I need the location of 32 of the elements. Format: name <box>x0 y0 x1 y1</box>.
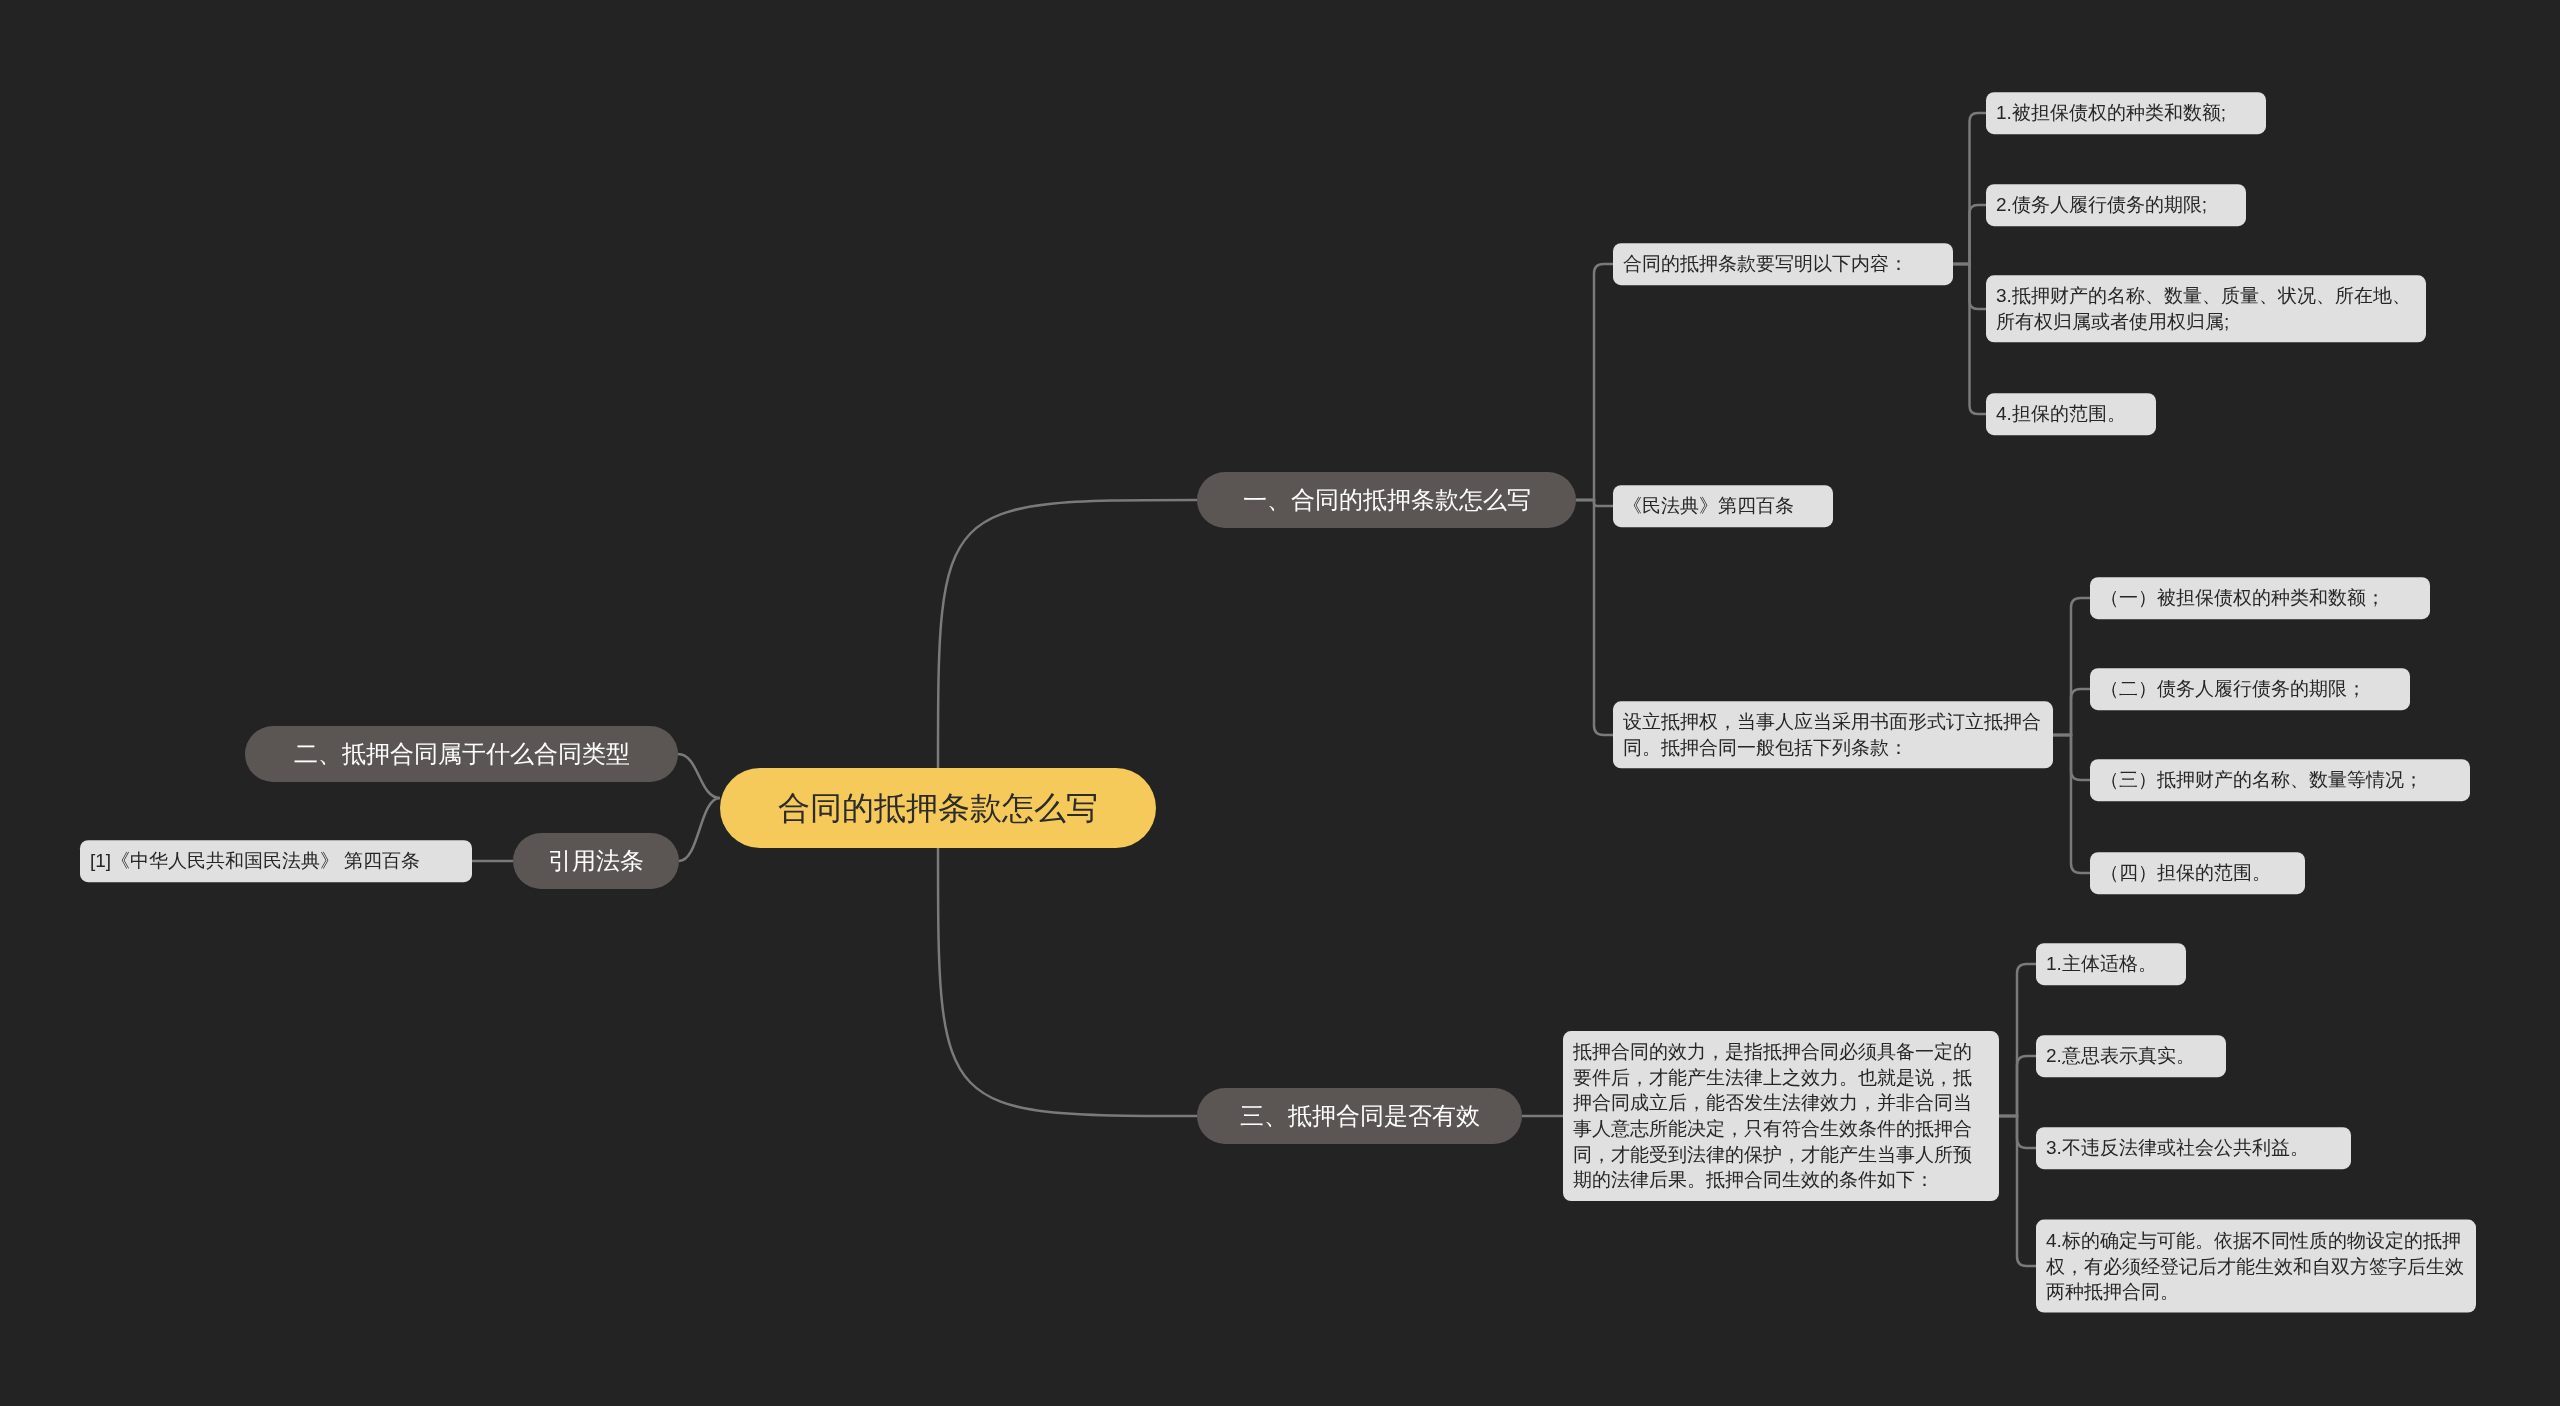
subtopic-box: 《民法典》第四百条 <box>1613 485 1833 527</box>
connector-line <box>1999 1114 2036 1268</box>
subtopic-box: （三）抵押财产的名称、数量等情况； <box>2090 759 2470 801</box>
branch-topic: 引用法条 <box>513 833 679 889</box>
subtopic-box: 抵押合同的效力，是指抵押合同必须具备一定的要件后，才能产生法律上之效力。也就是说，抵押合同成立后，能否发生法律效力，并非合同当事人意志所能决定，只有符合生效条件的抵押合同，才能受到法律的保护，才能产生当事人所预期的法律后果。抵押合同生效的条件如下： <box>1563 1031 1999 1201</box>
connector-line <box>1953 262 1986 416</box>
branch-topic: 一、合同的抵押条款怎么写 <box>1197 472 1576 528</box>
subtopic-box: （一）被担保债权的种类和数额； <box>2090 577 2430 619</box>
subtopic-box: [1]《中华人民共和国民法典》 第四百条 <box>80 840 472 882</box>
connector-line <box>1522 1114 1563 1118</box>
subtopic-box: 4.担保的范围。 <box>1986 393 2156 435</box>
subtopic-box: （四）担保的范围。 <box>2090 852 2305 894</box>
subtopic-box: 1.主体适格。 <box>2036 943 2186 985</box>
subtopic-box: 3.抵押财产的名称、数量、质量、状况、所在地、所有权归属或者使用权归属; <box>1986 275 2426 343</box>
central-topic: 合同的抵押条款怎么写 <box>720 768 1156 848</box>
connector-line <box>472 859 513 863</box>
subtopic-box: 2.意思表示真实。 <box>2036 1035 2226 1077</box>
connector-line <box>2053 733 2090 875</box>
connector-line <box>936 848 1197 1118</box>
subtopic-box: 3.不违反法律或社会公共利益。 <box>2036 1127 2351 1169</box>
subtopic-box: 4.标的确定与可能。依据不同性质的物设定的抵押权，有必须经登记后才能生效和自双方签字后生效两种抵押合同。 <box>2036 1219 2476 1313</box>
connector-line <box>678 796 721 863</box>
branch-topic: 二、抵押合同属于什么合同类型 <box>245 726 678 782</box>
subtopic-box: 1.被担保债权的种类和数额; <box>1986 92 2266 134</box>
subtopic-box: 设立抵押权，当事人应当采用书面形式订立抵押合同。抵押合同一般包括下列条款： <box>1613 701 2053 769</box>
connector-line <box>936 498 1197 768</box>
subtopic-box: 2.债务人履行债务的期限; <box>1986 184 2246 226</box>
subtopic-box: （二）债务人履行债务的期限； <box>2090 668 2410 710</box>
connector-line <box>1576 498 1613 737</box>
subtopic-box: 合同的抵押条款要写明以下内容： <box>1613 243 1953 285</box>
branch-topic: 三、抵押合同是否有效 <box>1197 1088 1522 1144</box>
connector-line <box>677 752 721 800</box>
